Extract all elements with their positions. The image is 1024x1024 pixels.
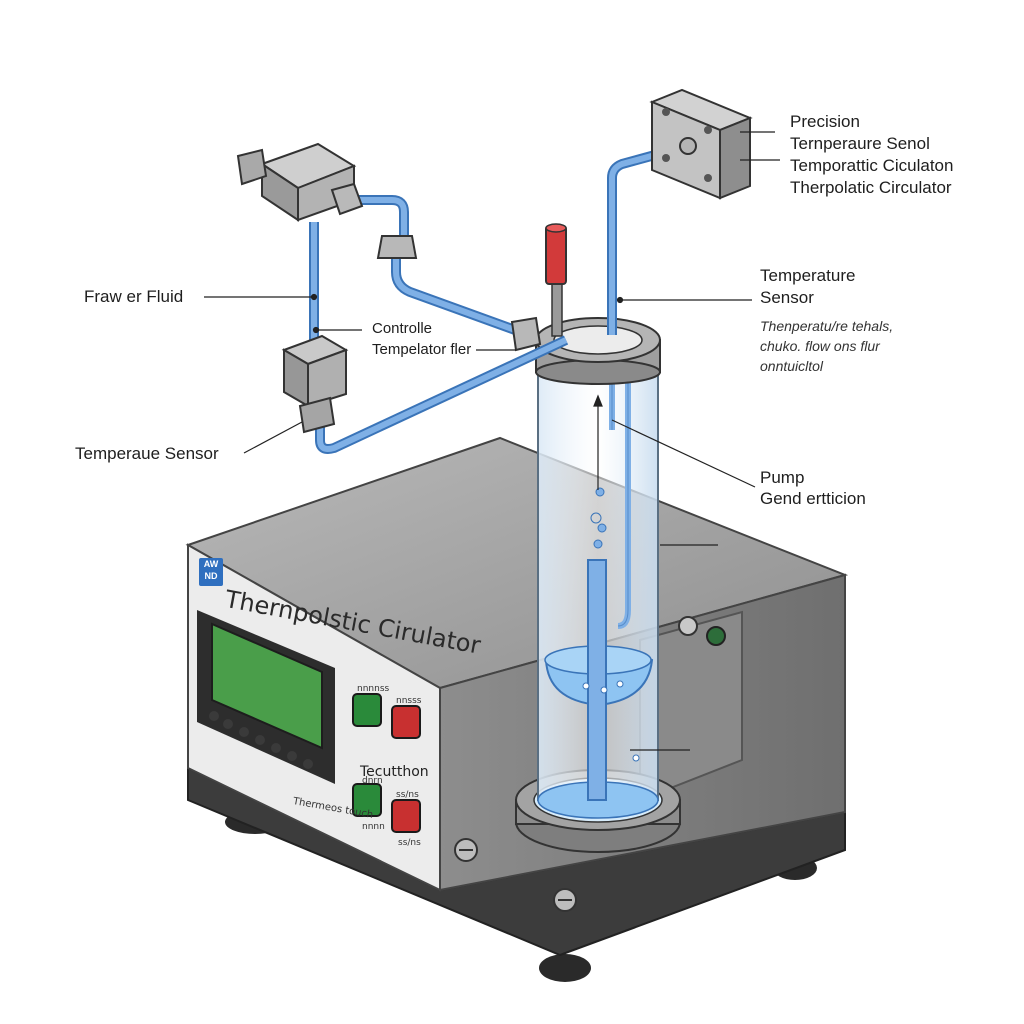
screen-button: [271, 743, 281, 753]
screen-button: [255, 735, 265, 745]
button-label: nnnnss: [357, 684, 390, 694]
screen-button: [223, 719, 233, 729]
callout-flow-fluid: Fraw er Fluid: [84, 287, 184, 306]
controller-block: [236, 142, 364, 222]
sensor-plate: [649, 88, 753, 200]
base-unit: [185, 436, 849, 982]
fluid-tubing: [309, 141, 690, 454]
green-button-bottom: [352, 783, 382, 817]
callout-line: Controlle: [372, 320, 433, 337]
screen-button: [287, 751, 297, 761]
display-screen: [211, 622, 323, 750]
button-label: ss/ns: [398, 838, 421, 848]
side-port: [706, 626, 726, 646]
callout-temp-sensor-left: Temperaue Sensor: [75, 444, 219, 463]
callout-line: chuko. flow ons flur: [760, 338, 880, 354]
callout-line: Tempelator fler: [372, 341, 472, 358]
screen-button: [209, 711, 219, 721]
panel-label: Tecutthon: [360, 764, 429, 780]
fitting: [376, 235, 418, 259]
screen-button: [239, 727, 249, 737]
callout-line: Ternperaure Senol: [790, 134, 930, 153]
brand-logo: AW ND: [199, 558, 223, 586]
red-button-top: [391, 705, 421, 739]
callout-line: Precision: [790, 112, 860, 131]
callout-line: Therpolatic Circulator: [790, 178, 952, 197]
foot: [539, 954, 591, 982]
callout-line: onntuicltol: [760, 358, 824, 374]
sensor-block: [281, 334, 349, 434]
screen-button: [303, 759, 313, 769]
red-button-bottom: [391, 799, 421, 833]
leader-lines: [204, 131, 780, 751]
callout-line: Temporattic Ciculaton: [790, 156, 954, 175]
button-label: ss/ns: [396, 790, 419, 800]
screen-buttons: [209, 711, 313, 769]
control-buttons: [352, 693, 421, 833]
callout-line: Gend ertticion: [760, 489, 866, 508]
callout-line: Sensor: [760, 288, 814, 307]
callout-line: Temperature: [760, 266, 856, 285]
callout-line: Pump: [760, 468, 805, 487]
button-label: nnnn: [362, 822, 385, 832]
pump-shaft: [587, 559, 607, 801]
button-label: nnsss: [396, 696, 422, 706]
callout-line: Thenperatu/re tehals,: [760, 318, 894, 334]
green-button-top: [352, 693, 382, 727]
temperature-probe: [545, 223, 567, 337]
side-port: [678, 616, 698, 636]
button-label: dnrn: [362, 776, 383, 786]
glass-cylinder: [515, 317, 681, 853]
fitting: [510, 316, 542, 352]
